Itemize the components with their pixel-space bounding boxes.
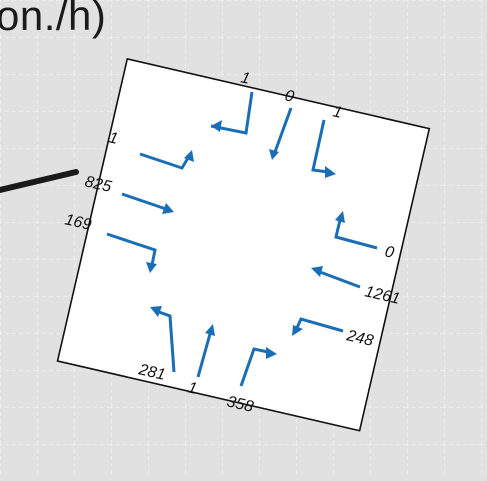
- arrow-right-through: [319, 270, 361, 289]
- arrow-bottom-left-turn: [158, 310, 176, 373]
- unit-label: on./h): [0, 0, 107, 39]
- count-left-left: 1: [107, 129, 120, 148]
- count-bottom-right: 358: [225, 393, 255, 416]
- count-labels: 1 0 1 1 825 169 0 1261 248 281 1 358: [63, 69, 402, 416]
- count-top-right: 1: [331, 103, 344, 122]
- count-right-left: 0: [383, 243, 396, 262]
- count-left-right: 169: [63, 211, 93, 234]
- arrow-right-left-turn: [334, 219, 378, 250]
- arrow-left-right-turn: [106, 232, 157, 266]
- arrow-top-through: [273, 107, 293, 153]
- callout-line: [0, 169, 79, 193]
- arrow-left-left-turn: [139, 152, 190, 170]
- intersection-card: [56, 57, 431, 432]
- arrow-bottom-through: [196, 333, 212, 378]
- count-left-through: 825: [83, 173, 113, 196]
- arrow-top-right-turn: [311, 119, 329, 174]
- card-background: [56, 57, 431, 432]
- arrow-bottom-right-turn: [239, 347, 269, 387]
- turning-arrows: [106, 91, 378, 387]
- arrow-left-through: [121, 192, 167, 211]
- arrow-right-right-turn: [294, 317, 344, 333]
- arrow-top-left-turn: [210, 91, 254, 135]
- count-top-through: 0: [283, 87, 296, 106]
- count-bottom-through: 1: [186, 379, 199, 398]
- count-right-right: 248: [344, 327, 375, 350]
- count-top-left: 1: [239, 69, 252, 88]
- count-bottom-left: 281: [136, 361, 167, 384]
